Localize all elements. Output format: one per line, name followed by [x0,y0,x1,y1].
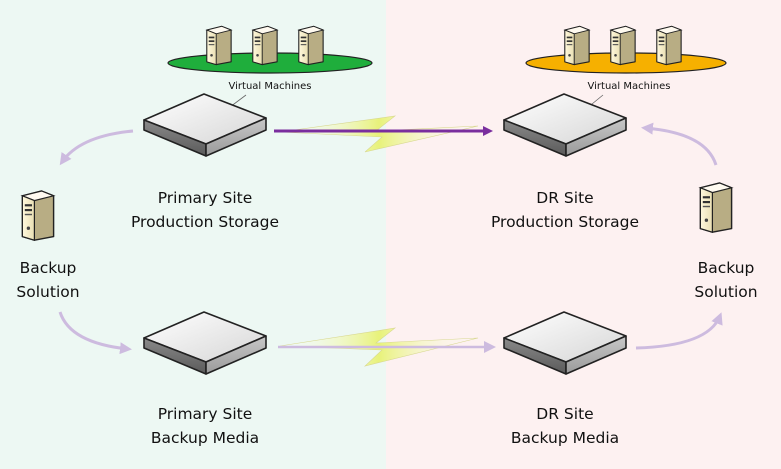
dr-production-storage-label-line2: Production Storage [490,213,640,231]
dr-site-zone [386,0,781,469]
primary-production-storage-label-line2: Production Storage [130,213,280,231]
dr-backup-media-label-line2: Backup Media [510,429,620,447]
primary-vm-server-icon-1 [206,25,232,66]
primary-production-storage-label: Primary Site Production Storage [115,186,295,234]
primary-production-storage-icon [143,93,267,157]
dr-backup-solution-label-line1: Backup [697,259,755,277]
primary-backup-media-icon [143,311,267,375]
primary-backup-media-label: Primary Site Backup Media [115,402,295,450]
primary-site-zone [0,0,386,469]
primary-backup-to-media-arrow [58,311,132,355]
dr-backup-media-label: DR Site Backup Media [475,402,655,450]
dr-production-storage-label-line1: DR Site [536,189,594,207]
primary-vm-server-icon-2 [252,25,278,66]
dr-media-to-backup-arrow [635,312,723,350]
dr-production-storage-label: DR Site Production Storage [475,186,655,234]
dr-vm-label: Virtual Machines [587,81,671,92]
dr-vm-server-icon-2 [610,25,636,66]
primary-backup-solution-label-line2: Solution [16,283,80,301]
replication-lightning-icon [279,115,479,153]
dr-backup-server-icon [699,182,733,233]
dr-backup-media-icon [503,311,627,375]
dr-vm-server-icon-1 [564,25,590,66]
dr-backup-to-storage-arrow [641,122,718,166]
dr-backup-media-label-line1: DR Site [536,405,594,423]
dr-backup-solution-label: Backup Solution [678,256,774,304]
primary-vm-label: Virtual Machines [228,81,312,92]
primary-backup-solution-label: Backup Solution [0,256,96,304]
dr-backup-solution-label-line2: Solution [694,283,758,301]
primary-backup-server-icon [21,190,55,241]
dr-vm-server-icon-3 [656,25,682,66]
primary-production-storage-label-line1: Primary Site [157,189,253,207]
primary-backup-media-label-line2: Backup Media [150,429,260,447]
dr-production-storage-icon [503,93,627,157]
primary-backup-solution-label-line1: Backup [19,259,77,277]
primary-vm-server-icon-3 [298,25,324,66]
primary-backup-media-label-line1: Primary Site [157,405,253,423]
primary-storage-to-backup-arrow [59,129,134,166]
